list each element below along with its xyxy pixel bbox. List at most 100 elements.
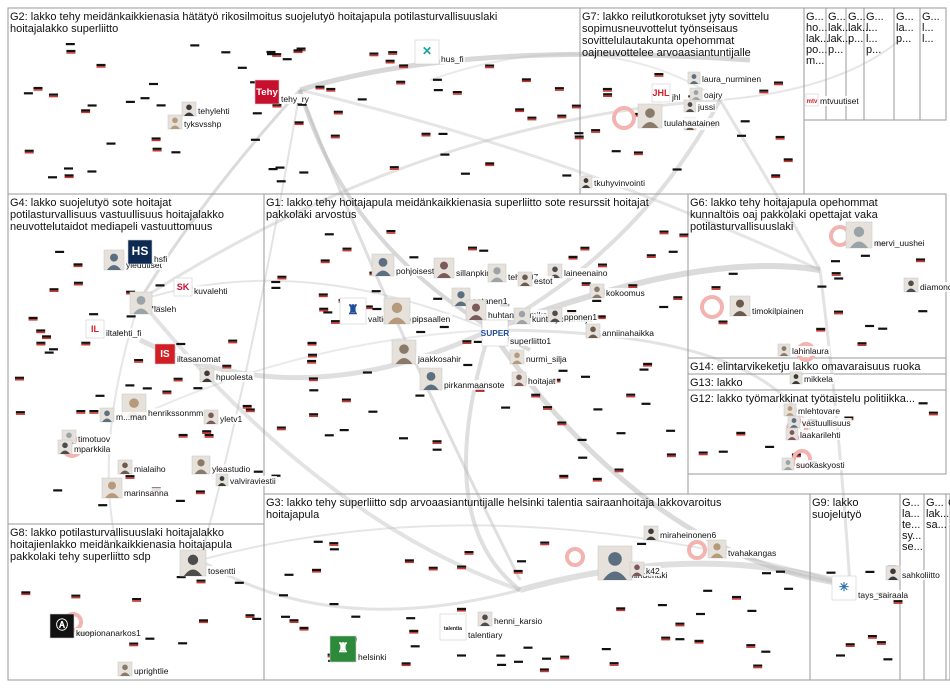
node-laakarilehti[interactable]: laakarilehti: [785, 427, 842, 441]
minor-node-accent: [592, 480, 602, 482]
minor-node-accent: [421, 134, 431, 137]
node-pponen1[interactable]: pponen1: [547, 307, 599, 323]
minor-node-bar: [15, 376, 24, 379]
node-hus-fi[interactable]: ✕hus_fi: [414, 39, 465, 65]
node-lahinlaura[interactable]: lahinlaura: [777, 343, 831, 357]
minor-node-accent: [385, 61, 395, 64]
minor-node-accent: [73, 283, 83, 286]
node-oajry[interactable]: oajry: [689, 87, 725, 101]
minor-node-bar: [666, 453, 676, 456]
node-suokaskyosti[interactable]: suokaskyosti: [781, 457, 846, 471]
node-yletv1[interactable]: yletv1: [203, 409, 244, 425]
minor-node-accent: [204, 436, 214, 438]
node-estot[interactable]: estot: [517, 271, 555, 287]
node-uprightlie[interactable]: uprightlie: [117, 661, 170, 677]
minor-node-bar: [581, 375, 590, 378]
node-pohjoisesta[interactable]: pohjoisesta: [371, 253, 441, 277]
node-k42[interactable]: k42: [629, 561, 661, 577]
node-mparkkila[interactable]: mparkkila: [57, 439, 112, 455]
minor-node-bar: [307, 341, 317, 344]
node-mervi-uushei[interactable]: mervi_uushei: [845, 221, 926, 249]
minor-node-bar: [36, 341, 46, 344]
node-jaakkosahir[interactable]: jaakkosahir: [391, 339, 463, 365]
node-mlehtovare[interactable]: mlehtovare: [783, 403, 842, 417]
minor-node-bar: [307, 359, 317, 363]
minor-node-bar: [95, 394, 105, 397]
node-label: mlehtovare: [798, 406, 840, 416]
node-lasleh[interactable]: lasleh: [129, 291, 178, 315]
node-tays-sairaala[interactable]: ✳tays_sairaala: [831, 575, 910, 601]
node-nurmi-silja[interactable]: nurmi_silja: [509, 349, 568, 365]
node-tuulahaatainen[interactable]: tuulahaatainen: [637, 103, 722, 129]
node-sahkoliitto[interactable]: sahkoliitto: [885, 565, 942, 581]
node-helsinki[interactable]: ♜helsinki: [329, 635, 388, 663]
node-tvahakangas[interactable]: tvahakangas: [707, 539, 778, 559]
node-marinsanna[interactable]: marinsanna: [101, 477, 170, 499]
node-mialaiho[interactable]: mialaiho: [117, 459, 167, 475]
minor-node-bar: [559, 474, 569, 477]
minor-node-bar: [156, 104, 166, 107]
minor-node-accent: [294, 123, 304, 126]
minor-node-accent: [195, 492, 205, 495]
minor-node-bar: [319, 307, 329, 310]
node-m-man[interactable]: m...man: [99, 407, 148, 423]
node-pipsaallen[interactable]: pipsaallen: [383, 297, 452, 325]
minor-node-accent: [66, 52, 76, 54]
node-sillanpkirsi[interactable]: sillanpkirsi: [433, 257, 497, 279]
minor-node-bar: [267, 53, 276, 56]
minor-node-accent: [329, 544, 339, 546]
node-miraheinonen6[interactable]: miraheinonen6: [643, 525, 718, 541]
node-tosentti[interactable]: tosentti: [179, 549, 237, 577]
node-tkuhyvinvointi[interactable]: tkuhyvinvointi: [579, 175, 647, 189]
node-label-backdrop: [105, 328, 143, 338]
node-yleuutiset[interactable]: yleuutiset: [103, 249, 164, 271]
group-title-line: G2: lakko tehy meidänkaikkienasia hätäty…: [10, 11, 497, 23]
hs-logo-icon: HS: [127, 239, 153, 265]
node-mikkela[interactable]: mikkela: [789, 371, 835, 385]
node-timokilpiainen[interactable]: timokilpiainen: [729, 295, 805, 317]
node-kokoomus[interactable]: kokoomus: [589, 283, 646, 299]
node-valviraviestii[interactable]: valviraviestii: [215, 473, 277, 487]
node-laura-nurminen[interactable]: laura_nurminen: [687, 71, 763, 85]
minor-node-bar: [386, 230, 396, 233]
node-diamonddoll87[interactable]: diamonddoll87: [903, 277, 950, 293]
node-henni-karsio[interactable]: henni_karsio: [477, 611, 544, 627]
node-label: tays_sairaala: [858, 590, 908, 600]
node-hpuolesta[interactable]: hpuolesta: [199, 367, 255, 383]
node-pirkanmaansote[interactable]: pirkanmaansote: [419, 367, 506, 391]
node-antanen1[interactable]: antanen1: [451, 287, 509, 307]
node-label: tkuhyvinvointi: [594, 178, 645, 188]
minor-node-accent: [628, 286, 638, 288]
minor-node-bar: [438, 132, 448, 135]
node-vastuullisuus[interactable]: vastuullisuus: [787, 415, 852, 429]
node-yleastudio[interactable]: yleastudio: [191, 455, 252, 475]
minor-node-bar: [176, 342, 186, 346]
node-hoitajat[interactable]: hoitajat: [511, 371, 558, 387]
node-tyksvsshp[interactable]: tyksvsshp: [167, 114, 223, 130]
minor-node-accent: [515, 110, 525, 113]
node-label-backdrop: [123, 488, 170, 498]
minor-node-bar: [64, 167, 73, 170]
node-anniinahaikka[interactable]: anniinahaikka: [585, 323, 656, 339]
group-title-line: lak...: [926, 508, 949, 520]
group-title-line: l...: [866, 33, 878, 45]
minor-node-bar: [562, 174, 572, 177]
node-label-backdrop: [493, 616, 544, 626]
minor-node-bar: [637, 542, 647, 545]
minor-node-bar: [765, 445, 775, 448]
node-tehylehti[interactable]: tehylehti: [181, 101, 231, 117]
node-jussi[interactable]: jussi: [683, 99, 717, 113]
node-label: mtvuutiset: [820, 96, 859, 106]
node-label: tuulahaatainen: [664, 118, 720, 128]
minor-node-accent: [654, 75, 664, 77]
